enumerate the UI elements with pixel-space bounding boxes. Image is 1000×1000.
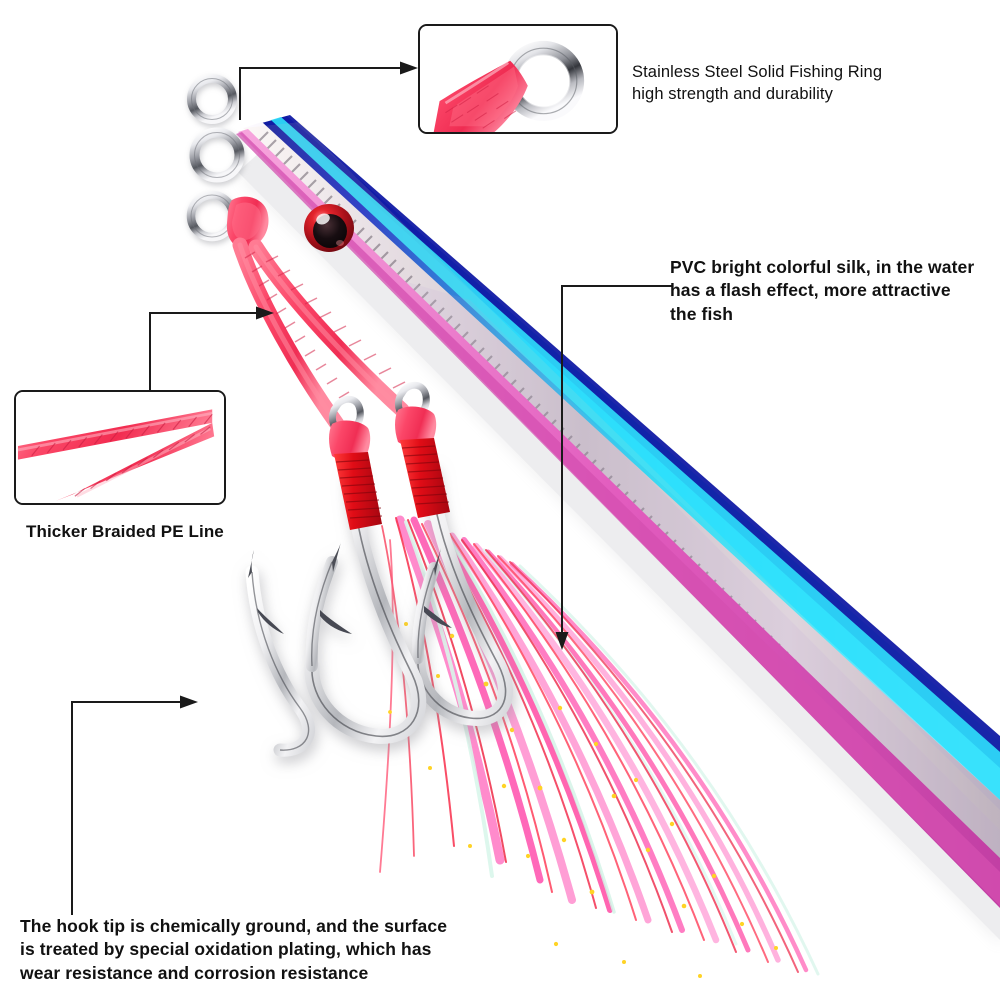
zoom-box-pe-line-art (16, 392, 224, 503)
split-ring-lower (186, 190, 238, 242)
callout-label-pe-line: Thicker Braided PE Line (26, 522, 224, 541)
arrowhead-pe-line (256, 306, 274, 320)
zoom-box-solid-ring-art (420, 26, 616, 132)
assist-hook-rear (410, 462, 514, 726)
hook-eye-front (328, 395, 371, 461)
solid-ring-top (187, 74, 237, 124)
arrowhead-ring (400, 61, 418, 75)
callout-label-pvc-silk: PVC bright colorful silk, in the water h… (670, 257, 975, 324)
hook-eye-rear (394, 381, 437, 447)
callout-leader-lines (71, 67, 672, 915)
arrowhead-pvc-silk (555, 632, 569, 650)
lure-eye (304, 204, 354, 252)
arrowhead-hook (180, 695, 198, 709)
assist-hook-front (245, 468, 427, 757)
callout-arrowheads (180, 61, 569, 709)
zoom-box-solid-ring (418, 24, 618, 134)
lure-body-shadow (238, 150, 1000, 940)
solid-ring-middle (189, 127, 245, 183)
thread-wrap-front (334, 452, 383, 530)
thread-wrap-rear (400, 438, 450, 518)
jig-body (236, 115, 1000, 908)
callout-label-hook-tip: The hook tip is chemically ground, and t… (20, 916, 448, 983)
callout-label-ring: Stainless Steel Solid Fishing Ring high … (632, 63, 883, 103)
zoom-box-pe-line (14, 390, 226, 505)
pe-assist-cord (226, 196, 410, 432)
